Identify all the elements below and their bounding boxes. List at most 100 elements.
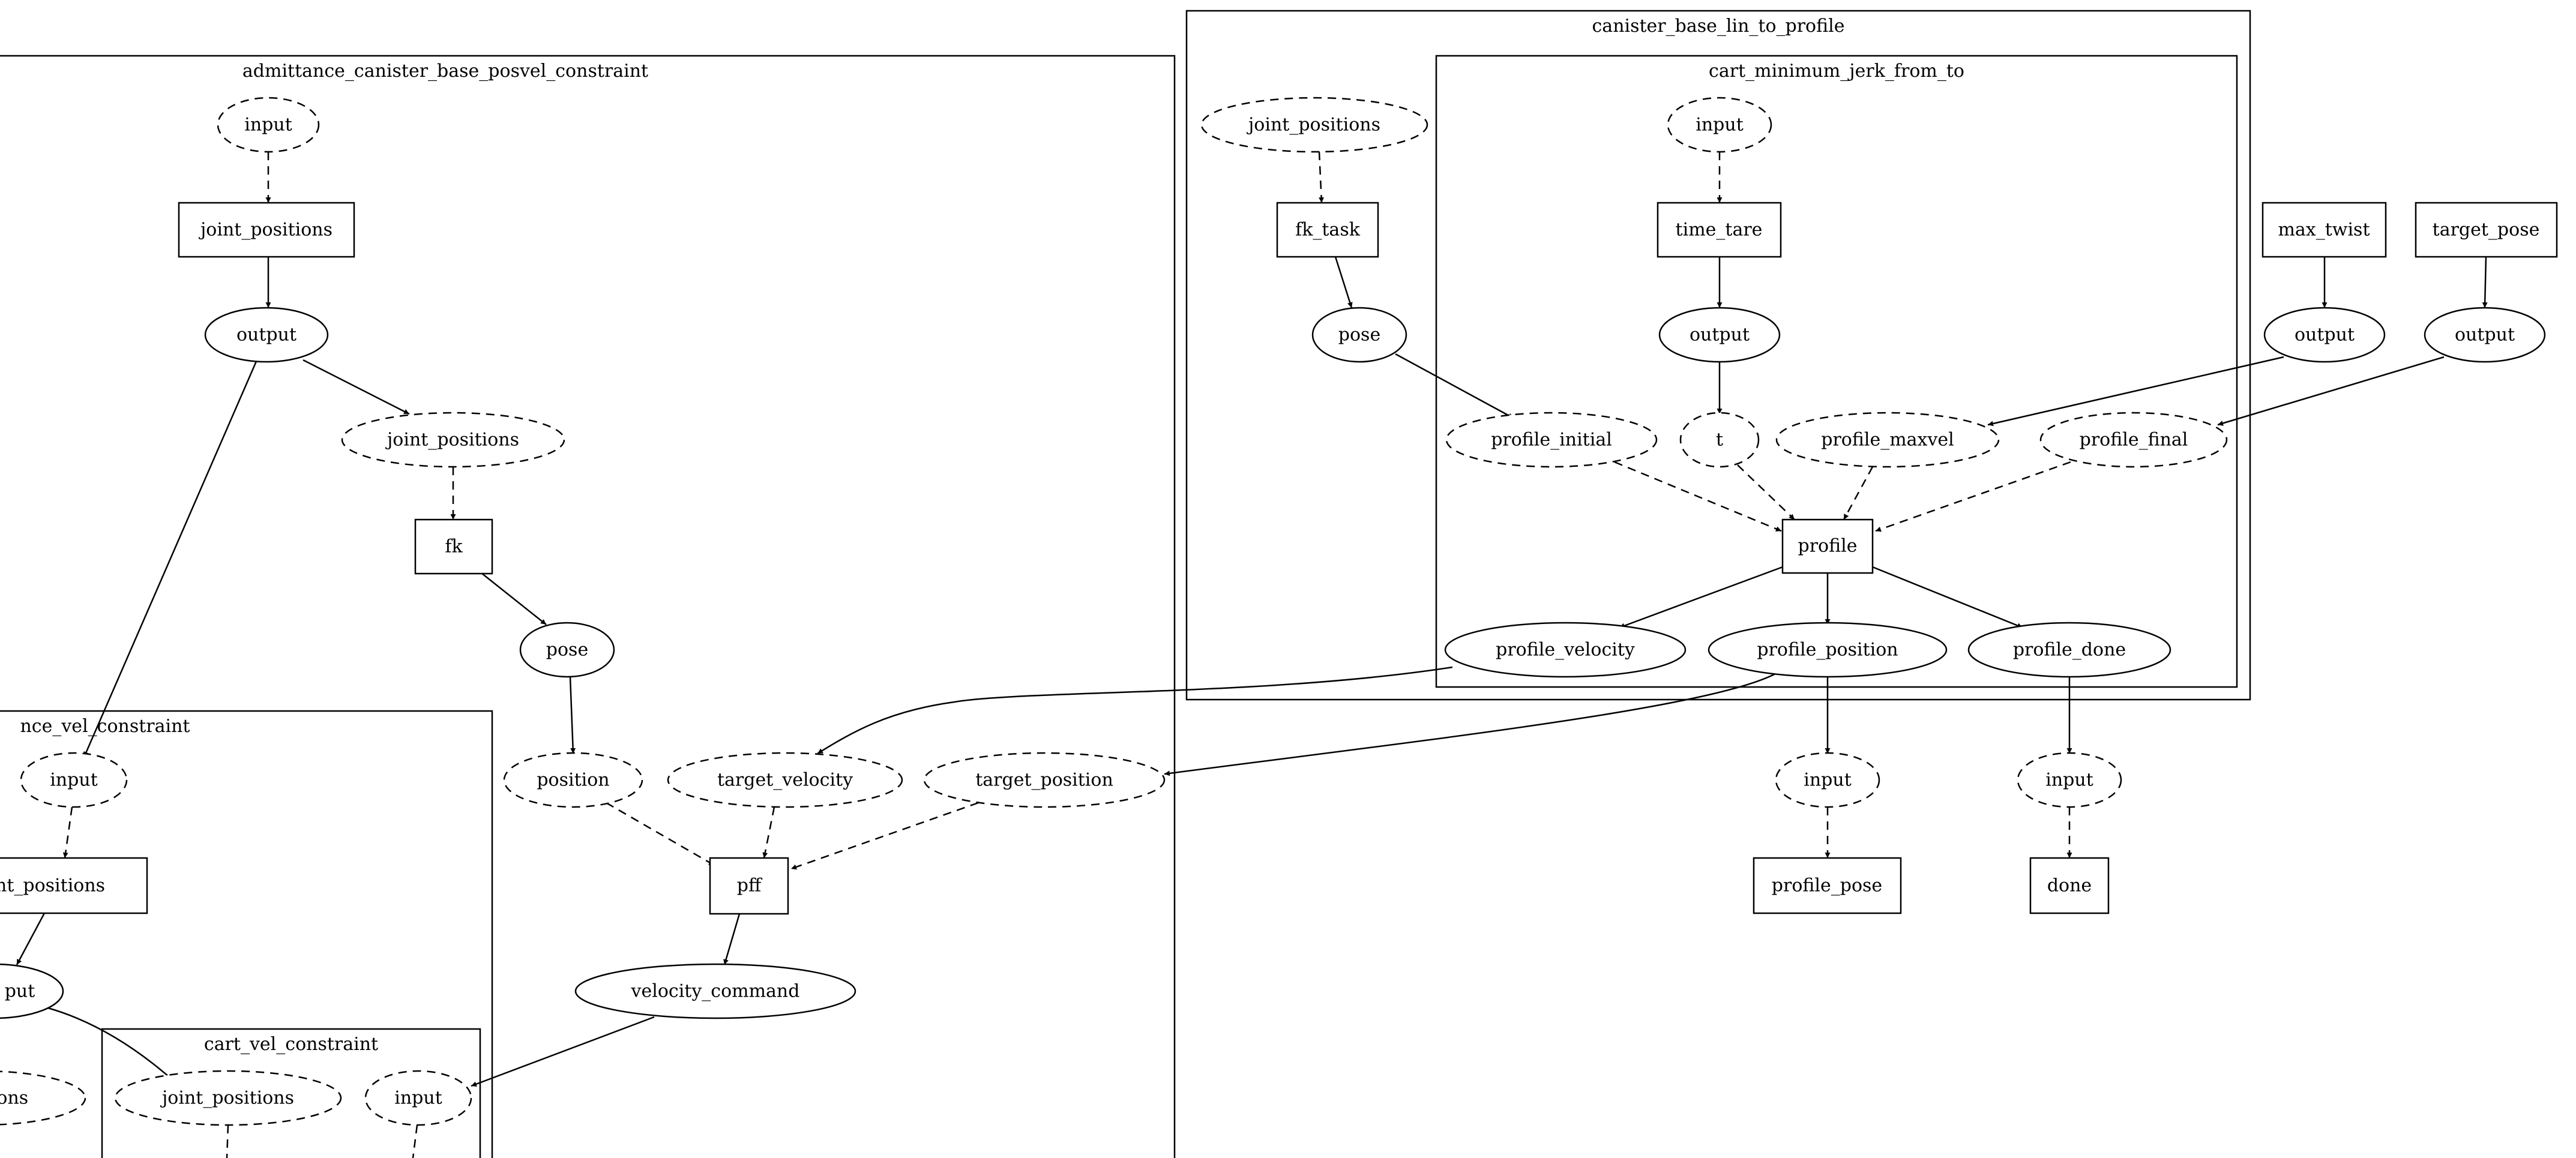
edge-profile-initial-to-profile bbox=[1614, 461, 1782, 532]
node-label: nt_positions bbox=[0, 875, 105, 896]
edge-target-pose-output-to-profile-final bbox=[2217, 356, 2445, 426]
node-target-position[interactable]: target_position bbox=[923, 752, 1166, 808]
node-label: output bbox=[2295, 325, 2355, 346]
node-profile[interactable]: profile bbox=[1781, 518, 1874, 574]
node-label: max_twist bbox=[2278, 220, 2370, 241]
node-label: output bbox=[236, 325, 296, 346]
edges bbox=[16, 151, 2488, 1158]
node-label: input bbox=[244, 115, 292, 136]
node-vel-input[interactable]: input bbox=[20, 752, 128, 808]
node-label: profile_velocity bbox=[1496, 640, 1635, 661]
edge-target-pose-to-output bbox=[2482, 256, 2488, 308]
node-cart-joint-positions[interactable]: joint_positions bbox=[114, 1070, 342, 1126]
node-target-pose-output[interactable]: output bbox=[2424, 307, 2546, 363]
node-pose[interactable]: pose bbox=[519, 622, 615, 678]
edge-target-position-to-pff bbox=[790, 802, 979, 870]
node-label: joint_positions bbox=[385, 430, 519, 451]
node-profile-initial[interactable]: profile_initial bbox=[1445, 412, 1658, 468]
node-label: pose bbox=[546, 640, 588, 661]
node-label: profile_final bbox=[2080, 430, 2188, 451]
node-label: target_velocity bbox=[717, 770, 853, 791]
cluster-cart-minimum-jerk-from-to: cart_minimum_jerk_from_to bbox=[1435, 55, 2238, 688]
node-label: done bbox=[2047, 875, 2092, 896]
node-label: put bbox=[5, 981, 35, 1002]
edge-profile-position-to-target-position bbox=[1164, 672, 1777, 776]
node-label: joint_positions bbox=[1247, 115, 1380, 136]
node-max-twist-output[interactable]: output bbox=[2263, 307, 2386, 363]
node-input[interactable]: input bbox=[217, 97, 320, 153]
node-done-input[interactable]: input bbox=[2017, 752, 2122, 808]
edge-profile-velocity-to-target-velocity bbox=[817, 666, 1453, 755]
cluster-title-canister-base-lin-to-profile: canister_base_lin_to_profile bbox=[1592, 16, 1845, 37]
node-max-twist[interactable]: max_twist bbox=[2262, 202, 2387, 258]
node-label: fk bbox=[445, 536, 463, 557]
edge-vel-joint-positions-to-output bbox=[16, 911, 46, 965]
edge-t-to-profile bbox=[1737, 464, 1795, 520]
edge-max-twist-output-to-profile-maxvel bbox=[1987, 356, 2284, 427]
node-profile-final[interactable]: profile_final bbox=[2039, 412, 2228, 468]
cluster-admittance-canister-base-posvel-constraint: admittance_canister_base_posvel_constrai… bbox=[0, 55, 1176, 1158]
node-label: profile_position bbox=[1757, 640, 1898, 661]
node-label: input bbox=[1804, 770, 1852, 791]
node-label: ions bbox=[0, 1088, 28, 1109]
node-lin-pose[interactable]: pose bbox=[1311, 307, 1407, 363]
node-fk[interactable]: fk bbox=[414, 518, 493, 575]
node-pff[interactable]: pff bbox=[709, 857, 789, 915]
node-jerk-input[interactable]: input bbox=[1667, 97, 1772, 153]
node-profile-done[interactable]: profile_done bbox=[1967, 622, 2171, 678]
edge-cart-input-down bbox=[412, 1124, 418, 1158]
node-lin-joint-positions[interactable]: joint_positions bbox=[1200, 97, 1428, 153]
edge-position-to-pff bbox=[606, 802, 715, 866]
node-target-velocity[interactable]: target_velocity bbox=[667, 752, 903, 808]
node-done[interactable]: done bbox=[2029, 857, 2110, 914]
edge-fk-to-pose bbox=[481, 572, 547, 625]
node-velocity-command[interactable]: velocity_command bbox=[574, 963, 856, 1019]
edge-cart-joint-positions-down bbox=[226, 1124, 229, 1158]
node-profile-pose-input[interactable]: input bbox=[1775, 752, 1880, 808]
node-label: input bbox=[1696, 115, 1744, 136]
node-label: time_tare bbox=[1676, 220, 1763, 241]
edge-fk-task-to-pose bbox=[1334, 256, 1353, 308]
cluster-cart-vel-constraint: cart_vel_constraint bbox=[101, 1028, 481, 1158]
edge-vel-input-to-joint-positions bbox=[62, 806, 73, 859]
node-joint-positions[interactable]: joint_positions bbox=[178, 202, 355, 258]
cluster-title-admittance-canister-base-posvel-constraint: admittance_canister_base_posvel_constrai… bbox=[242, 61, 648, 82]
nodes: input joint_positions output joint_posit… bbox=[0, 97, 2558, 1126]
node-vel-output[interactable]: put bbox=[0, 963, 64, 1019]
node-label: joint_positions bbox=[160, 1088, 294, 1109]
node-t[interactable]: t bbox=[1679, 412, 1760, 468]
node-fk-task[interactable]: fk_task bbox=[1276, 202, 1379, 258]
node-cart-input[interactable]: input bbox=[364, 1070, 472, 1126]
node-profile-maxvel[interactable]: profile_maxvel bbox=[1775, 412, 2000, 468]
node-label: joint_positions bbox=[199, 220, 333, 241]
node-target-pose[interactable]: target_pose bbox=[2415, 202, 2558, 258]
edge-target-velocity-to-pff bbox=[762, 806, 775, 859]
node-label: position bbox=[537, 770, 609, 791]
node-label: pff bbox=[737, 875, 763, 896]
node-label: output bbox=[2455, 325, 2515, 346]
node-vel-partial-joint-positions[interactable]: ions bbox=[0, 1070, 86, 1126]
cluster-canister-base-lin-to-profile: canister_base_lin_to_profile bbox=[1185, 10, 2251, 701]
node-profile-velocity[interactable]: profile_velocity bbox=[1444, 622, 1687, 678]
edge-velocity-command-to-input bbox=[471, 1016, 655, 1087]
edge-profile-final-to-profile bbox=[1875, 461, 2071, 532]
node-profile-position[interactable]: profile_position bbox=[1708, 622, 1948, 678]
node-label: profile bbox=[1798, 536, 1858, 557]
node-profile-pose[interactable]: profile_pose bbox=[1753, 857, 1902, 914]
edge-l-joint-positions-to-fk-task bbox=[1318, 151, 1325, 203]
node-time-tare[interactable]: time_tare bbox=[1657, 202, 1782, 258]
node-joint-positions-input[interactable]: joint_positions bbox=[341, 412, 565, 468]
edge-output-to-vel-input bbox=[83, 359, 258, 758]
edge-output-to-joint-positions bbox=[302, 359, 410, 415]
node-position[interactable]: position bbox=[503, 752, 643, 808]
node-label: fk_task bbox=[1295, 220, 1361, 241]
node-vel-joint-positions[interactable]: nt_positions bbox=[0, 857, 148, 914]
node-jerk-output[interactable]: output bbox=[1658, 307, 1781, 363]
edge-profile-to-profile-done bbox=[1872, 566, 2023, 629]
node-label: input bbox=[50, 770, 98, 791]
node-output[interactable]: output bbox=[204, 307, 329, 363]
node-label: input bbox=[2045, 770, 2093, 791]
node-label: target_position bbox=[975, 770, 1113, 791]
cluster-title-admittance-vel-constraint: nce_vel_constraint bbox=[20, 716, 190, 737]
